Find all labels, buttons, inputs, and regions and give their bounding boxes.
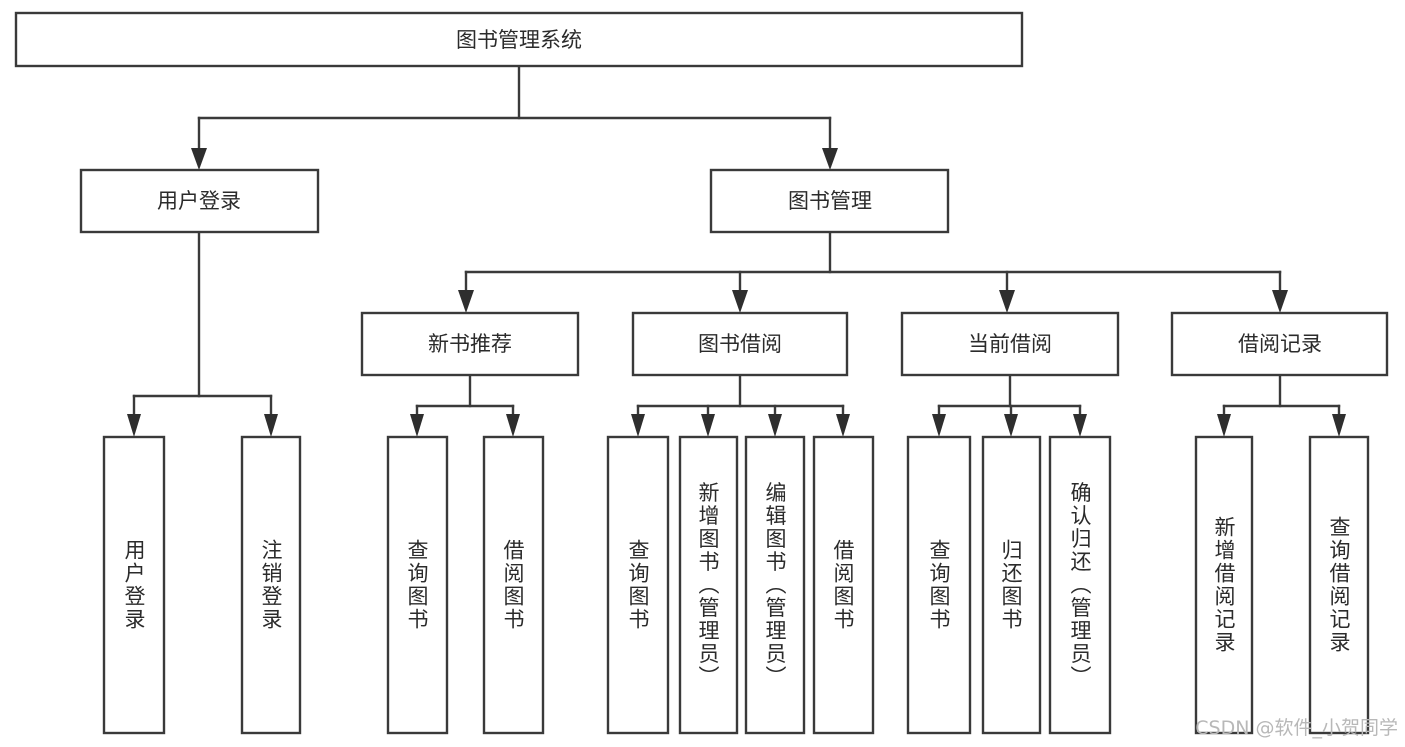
node-leaf-add-borrow-record-box[interactable] [1194,435,1254,735]
node-book-management-box[interactable] [709,168,950,234]
node-leaf-add-book-admin-box[interactable] [678,435,739,735]
node-current-borrow-label: 当前借阅 [968,332,1052,356]
node-leaf-cur-query-book-box[interactable] [906,435,972,735]
node-root[interactable]: 图书管理系统 [14,11,1024,68]
node-leaf-rec-borrow-book[interactable]: 借阅图书 [482,435,545,735]
arrow-to-user-login [191,148,207,170]
node-layer: 图书管理系统 用户登录 图书管理 新书推荐 图书借阅 [14,11,1389,735]
node-leaf-confirm-return-admin[interactable]: 确认归还（管理员） [1048,435,1112,735]
node-leaf-return-book[interactable]: 归还图书 [981,435,1042,735]
arrow-to-leaf-edit-book-admin [768,414,782,437]
node-leaf-query-borrow-record-box[interactable] [1308,435,1370,735]
arrow-to-leaf-rec-borrow-book [506,414,520,437]
node-leaf-user-logout[interactable]: 注销登录 [240,435,302,735]
arrow-to-leaf-cur-query-book [932,414,946,437]
node-user-login-label: 用户登录 [157,189,241,213]
arrow-to-leaf-confirm-return-admin [1073,414,1087,437]
node-borrow-record-label: 借阅记录 [1238,332,1322,356]
node-leaf-user-logout-label: 注销登录 [259,539,283,631]
node-leaf-borrow-query-book[interactable]: 查询图书 [606,435,670,735]
node-leaf-borrow-book-box[interactable] [812,435,875,735]
node-leaf-user-login[interactable]: 用户登录 [102,435,166,735]
node-leaf-borrow-book[interactable]: 借阅图书 [812,435,875,735]
node-leaf-rec-query-book-box[interactable] [386,435,449,735]
arrow-to-leaf-user-logout [264,414,278,437]
node-leaf-add-book-admin-label: 新增图书（管理员） [696,482,720,689]
node-book-management[interactable]: 图书管理 [709,168,950,234]
connector-layer [127,64,1346,437]
node-user-login[interactable]: 用户登录 [79,168,320,234]
csdn-watermark: CSDN @软件_小贺同学 [1195,717,1398,739]
node-borrow-record[interactable]: 借阅记录 [1170,311,1389,377]
node-leaf-add-borrow-record[interactable]: 新增借阅记录 [1194,435,1254,735]
arrow-to-leaf-add-book-admin [701,414,715,437]
node-leaf-return-book-box[interactable] [981,435,1042,735]
node-borrow-record-box[interactable] [1170,311,1389,377]
node-leaf-add-book-admin[interactable]: 新增图书（管理员） [678,435,739,735]
node-root-box[interactable] [14,11,1024,68]
node-leaf-borrow-query-book-box[interactable] [606,435,670,735]
node-leaf-user-logout-box[interactable] [240,435,302,735]
node-new-book-recommend[interactable]: 新书推荐 [360,311,580,377]
arrow-to-book-borrow [732,290,748,313]
node-current-borrow-box[interactable] [900,311,1120,377]
node-new-book-recommend-box[interactable] [360,311,580,377]
node-leaf-rec-query-book[interactable]: 查询图书 [386,435,449,735]
arrow-to-current-borrow [999,290,1015,313]
node-leaf-user-login-box[interactable] [102,435,166,735]
arrow-to-leaf-borrow-query-book [631,414,645,437]
node-leaf-borrow-book-label: 借阅图书 [831,539,855,631]
node-leaf-rec-borrow-book-label: 借阅图书 [501,539,525,631]
node-new-book-recommend-label: 新书推荐 [428,332,512,356]
node-book-borrow[interactable]: 图书借阅 [631,311,849,377]
node-leaf-edit-book-admin-box[interactable] [744,435,806,735]
arrow-to-leaf-rec-query-book [410,414,424,437]
node-leaf-rec-query-book-label: 查询图书 [405,539,429,631]
node-book-borrow-box[interactable] [631,311,849,377]
node-book-borrow-label: 图书借阅 [698,332,782,356]
node-leaf-edit-book-admin[interactable]: 编辑图书（管理员） [744,435,806,735]
node-book-management-label: 图书管理 [788,189,872,213]
arrow-to-leaf-borrow-book [836,414,850,437]
node-leaf-edit-book-admin-label: 编辑图书（管理员） [763,482,787,689]
arrow-to-leaf-user-login [127,414,141,437]
arrow-to-borrow-record [1272,290,1288,313]
arrow-to-leaf-query-borrow-record [1332,414,1346,437]
node-leaf-return-book-label: 归还图书 [999,539,1023,631]
node-leaf-confirm-return-admin-box[interactable] [1048,435,1112,735]
node-leaf-add-borrow-record-label: 新增借阅记录 [1212,516,1236,654]
node-leaf-rec-borrow-book-box[interactable] [482,435,545,735]
arrow-to-book-management [822,148,838,170]
node-leaf-borrow-query-book-label: 查询图书 [626,539,650,631]
node-leaf-confirm-return-admin-label: 确认归还（管理员） [1068,482,1092,689]
node-root-label: 图书管理系统 [456,28,582,52]
node-current-borrow[interactable]: 当前借阅 [900,311,1120,377]
node-leaf-user-login-label: 用户登录 [122,539,146,631]
node-leaf-query-borrow-record-label: 查询借阅记录 [1327,516,1351,654]
node-leaf-query-borrow-record[interactable]: 查询借阅记录 [1308,435,1370,735]
node-leaf-cur-query-book[interactable]: 查询图书 [906,435,972,735]
arrow-to-new-book-recommend [458,290,474,313]
arrow-to-leaf-return-book [1004,414,1018,437]
node-leaf-cur-query-book-label: 查询图书 [927,539,951,631]
node-user-login-box[interactable] [79,168,320,234]
arrow-to-leaf-add-borrow-record [1217,414,1231,437]
